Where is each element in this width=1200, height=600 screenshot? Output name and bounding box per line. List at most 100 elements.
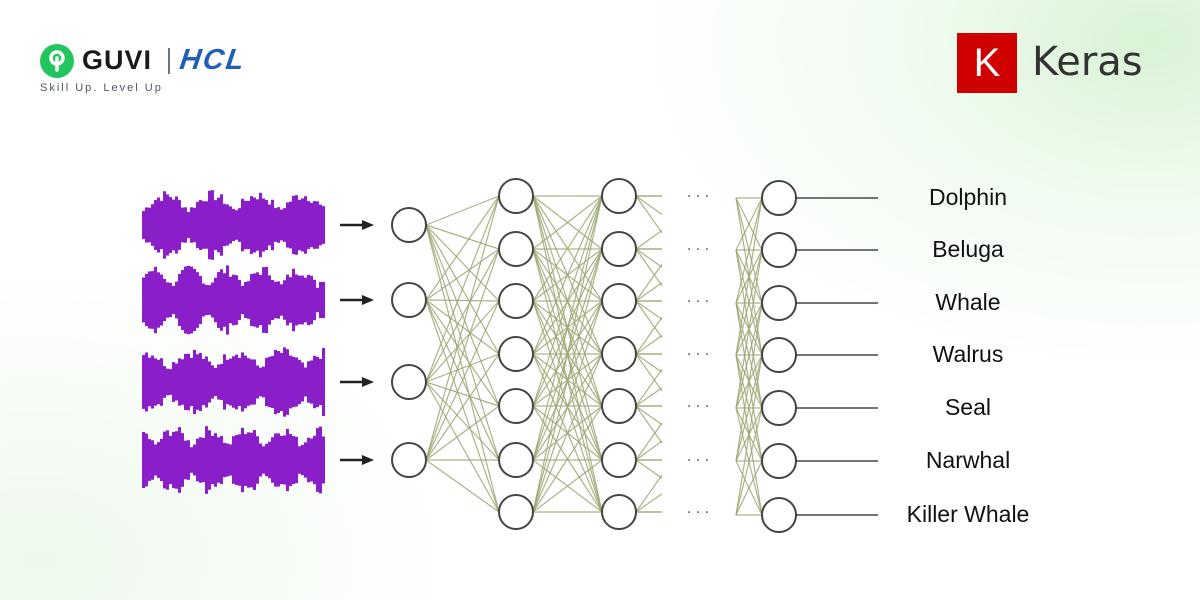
waveform-bar [145, 273, 148, 327]
connection-line [425, 224, 500, 461]
waveform-bar [298, 359, 301, 405]
waveform-bar [280, 284, 283, 316]
waveform-bar [280, 435, 283, 485]
waveform-bar [244, 355, 247, 409]
connection-line [635, 387, 663, 407]
connection-line [425, 248, 500, 461]
waveform-bar [280, 352, 283, 412]
connection-line [735, 302, 763, 462]
waveform-bar [187, 265, 190, 335]
waveform-bar [196, 354, 199, 410]
waveform-bar [178, 273, 181, 327]
waveform-bar [235, 354, 238, 410]
waveform-bar [301, 275, 304, 325]
waveform-bar [199, 437, 202, 483]
nodes [391, 178, 797, 533]
neuron-node [391, 207, 427, 243]
waveform-bar [259, 274, 262, 326]
waveform-bar [232, 274, 235, 326]
waveform-bar [208, 190, 211, 260]
waveform-bar [214, 200, 217, 250]
waveform-bar [208, 430, 211, 490]
waveform-bar [169, 197, 172, 253]
waveform-bar [220, 194, 223, 256]
waveform-bar [256, 365, 259, 399]
waveform-bar [313, 355, 316, 409]
waveform-bar [148, 207, 151, 243]
waveform-bar [268, 441, 271, 479]
neuron-node [761, 497, 797, 533]
connection-line [532, 195, 603, 250]
connection-line [425, 459, 500, 513]
neuron-node [498, 283, 534, 319]
waveform-bar [322, 347, 325, 417]
waveform-bar [265, 266, 268, 334]
waveform-bar [235, 210, 238, 240]
connection-line [425, 300, 500, 461]
neuron-node [498, 388, 534, 424]
waveform-bar [256, 199, 259, 251]
waveform-bar [196, 272, 199, 328]
waveform-bar [187, 353, 190, 411]
waveform-bar [157, 197, 160, 253]
waveform-bar [184, 207, 187, 243]
connections [425, 195, 763, 516]
waveform-bar [289, 277, 292, 323]
waveform-bar [298, 275, 301, 325]
guvi-hcl-logo: GUVI HCL Skill Up. Level Up [40, 42, 340, 102]
waveform-bar [205, 284, 208, 316]
waveform-bar [211, 190, 214, 260]
connection-line [532, 195, 603, 302]
waveform-bar [154, 266, 157, 334]
connection-line [532, 459, 603, 513]
waveform-bar [154, 200, 157, 250]
waveform-bar [166, 194, 169, 256]
guvi-logo-icon [40, 44, 74, 78]
waveform-bar [157, 359, 160, 405]
waveform-bar [142, 277, 145, 323]
waveform-bar [307, 201, 310, 249]
waveform-bar [253, 197, 256, 253]
connection-line [532, 405, 603, 513]
connection-line [735, 302, 763, 409]
neuron-node [761, 443, 797, 479]
waveform-bar [316, 356, 319, 408]
neuron-node [601, 442, 637, 478]
audio-waveform-icon [142, 190, 325, 260]
waveform-bar [259, 443, 262, 477]
waveform-bar [232, 356, 235, 408]
ellipsis-dots: · · · [687, 189, 709, 205]
waveform-bar [202, 358, 205, 406]
neuron-node [601, 231, 637, 267]
waveform-bar [163, 366, 166, 398]
waveform-bar [202, 201, 205, 249]
waveform-bar [199, 352, 202, 412]
neuron-node [601, 178, 637, 214]
waveform-bar [268, 356, 271, 408]
neuron-node [601, 336, 637, 372]
waveform-bar [247, 358, 250, 406]
waveform-bar [238, 434, 241, 486]
waveform-bar [172, 285, 175, 315]
waveform-bar [241, 427, 244, 493]
waveform-bar [178, 200, 181, 250]
waveform-bar [253, 359, 256, 405]
waveform-bar [310, 202, 313, 248]
connection-line [532, 195, 603, 513]
waveform-bar [304, 367, 307, 397]
waveform-bar [193, 207, 196, 243]
connection-line [425, 248, 500, 383]
waveform-bar [148, 439, 151, 481]
waveform-bar [301, 444, 304, 476]
waveform-bar [196, 201, 199, 249]
connection-line [635, 493, 663, 513]
connection-line [425, 248, 500, 301]
waveform-bar [307, 274, 310, 326]
waveform-bar [154, 444, 157, 476]
ellipsis-dots: · · · [687, 453, 709, 469]
connection-line [425, 300, 500, 383]
waveform-bar [292, 268, 295, 332]
waveform-bar [280, 209, 283, 241]
waveform-bar [235, 275, 238, 325]
